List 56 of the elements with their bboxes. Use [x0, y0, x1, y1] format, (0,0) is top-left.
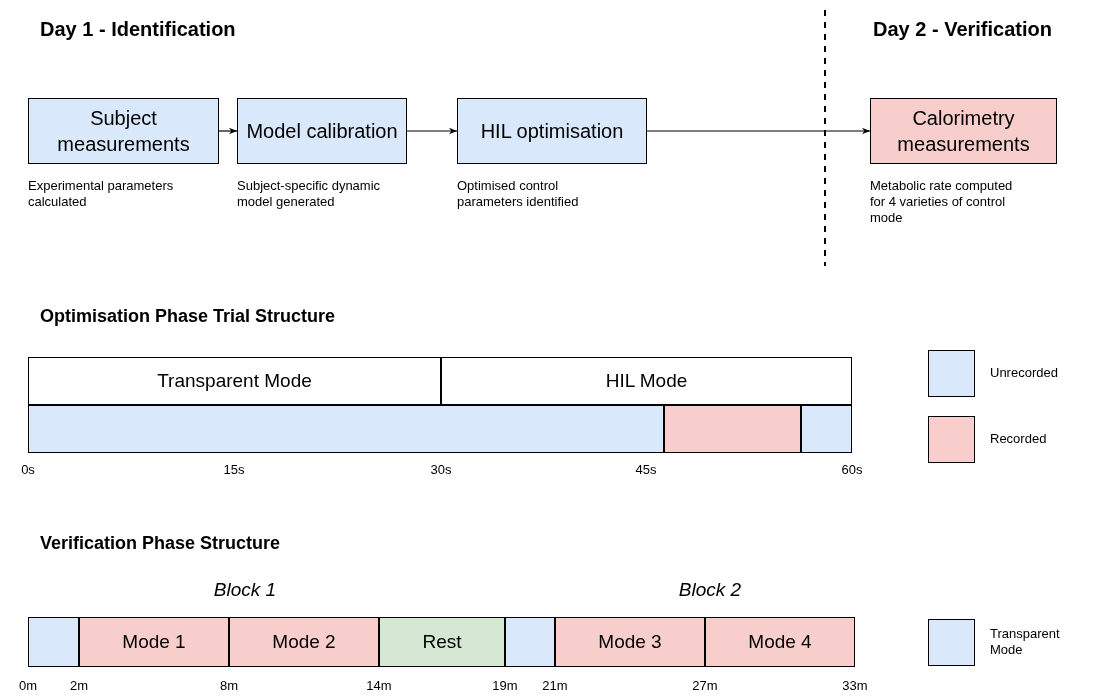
process-box [237, 98, 407, 164]
tick-label: 45s [635, 462, 657, 477]
node-label: HIL optimisation [480, 119, 624, 144]
process-box [457, 98, 647, 164]
node-label: Mode 2 [272, 631, 336, 653]
tick-label: 21m [542, 678, 568, 693]
timeline-segment [79, 617, 229, 667]
arrow [646, 127, 871, 135]
tick-label: 15s [223, 462, 245, 477]
arrow [218, 127, 238, 135]
node-label: Subject measurements [56, 106, 191, 157]
timeline-segment [229, 617, 379, 667]
tick-label: 27m [692, 678, 718, 693]
legend-label: Recorded [990, 431, 1048, 447]
timeline-segment [28, 405, 664, 453]
node-label: Mode 1 [122, 631, 186, 653]
timeline-segment [505, 617, 555, 667]
block-label: Block 2 [678, 579, 742, 601]
block-label: Block 1 [213, 579, 277, 601]
process-box [28, 98, 219, 164]
tick-label: 2m [69, 678, 89, 693]
timeline-segment [28, 617, 79, 667]
tick-label: 33m [842, 678, 868, 693]
process-box [870, 98, 1057, 164]
timeline-segment [801, 405, 852, 453]
section-heading: Day 1 - Identification [40, 18, 236, 41]
timeline-segment [705, 617, 855, 667]
timeline-segment [664, 405, 801, 453]
node-caption: Optimised control parameters identified [457, 178, 580, 210]
node-label: Transparent Mode [157, 370, 312, 392]
node-label: HIL Mode [605, 370, 688, 392]
timeline-segment [379, 617, 505, 667]
section-heading: Optimisation Phase Trial Structure [40, 306, 336, 327]
node-label: Calorimetry measurements [896, 106, 1031, 157]
tick-label: 19m [492, 678, 518, 693]
tick-label: 0m [18, 678, 38, 693]
node-caption: Subject-specific dynamic model generated [237, 178, 382, 210]
legend-label: Transparent Mode [990, 626, 1060, 658]
node-label: Mode 3 [598, 631, 662, 653]
node-label: Model calibration [246, 119, 398, 144]
tick-label: 8m [219, 678, 239, 693]
node-label: Mode 4 [748, 631, 812, 653]
tick-label: 60s [841, 462, 863, 477]
timeline-segment [555, 617, 705, 667]
timeline-segment [441, 357, 852, 405]
node-caption: Experimental parameters calculated [28, 178, 175, 210]
section-heading: Day 2 - Verification [873, 18, 1052, 41]
tick-label: 14m [366, 678, 392, 693]
node-caption: Metabolic rate computed for 4 varieties of control mode [870, 178, 1014, 226]
section-heading: Verification Phase Structure [40, 533, 281, 554]
node-label: Rest [422, 631, 462, 653]
timeline-segment [28, 357, 441, 405]
legend-label: Unrecorded [990, 365, 1059, 381]
tick-label: 0s [21, 462, 35, 477]
arrow [406, 127, 458, 135]
tick-label: 30s [430, 462, 452, 477]
